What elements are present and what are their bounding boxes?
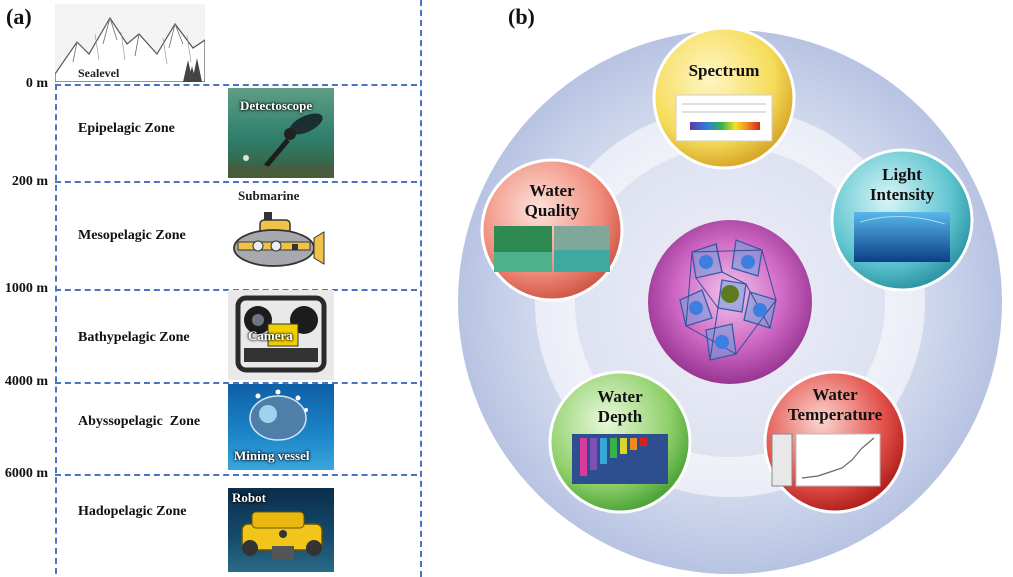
depth-label-1000: 1000 m xyxy=(4,281,48,296)
sea-level-label: Sealevel xyxy=(78,66,120,80)
detectoscope-label: Detectoscope xyxy=(240,98,313,113)
zone-abyssopelagic: Abyssopelagic Zone xyxy=(78,414,201,429)
depth-label-6000: 6000 m xyxy=(4,466,48,481)
camera-image: Camera xyxy=(228,290,334,380)
panel-b-label: (b) xyxy=(508,4,535,29)
zone-hadopelagic: Hadopelagic Zone xyxy=(78,504,187,519)
depth-axis xyxy=(55,84,57,574)
spectrum-bubble xyxy=(652,26,796,170)
mining-vessel-image: Mining vessel xyxy=(228,384,334,470)
zone-mesopelagic: Mesopelagic Zone xyxy=(78,228,186,243)
water-depth-title-line1: Water xyxy=(597,387,643,406)
crystal-lattice-bubble xyxy=(648,220,812,384)
submarine-label: Submarine xyxy=(238,188,300,203)
panel-a-label: (a) xyxy=(6,4,32,29)
zone-bathypelagic: Bathypelagic Zone xyxy=(78,330,190,345)
camera-label: Camera xyxy=(248,328,293,343)
light-intensity-title-line1: Light xyxy=(882,165,922,184)
water-quality-title-line1: Water xyxy=(529,181,575,200)
mountain-sketch xyxy=(55,4,205,82)
water-quality-title-line2: Quality xyxy=(525,201,580,220)
water-quality-bubble xyxy=(480,158,624,302)
detectoscope-image: Detectoscope xyxy=(228,88,334,178)
depth-label-200: 200 m xyxy=(11,174,48,189)
depth-line-4000 xyxy=(55,382,417,384)
sensing-diagram: Spectrum Light Intensity Water Quality W… xyxy=(458,26,1002,574)
zone-epipelagic: Epipelagic Zone xyxy=(78,121,175,136)
submarine-icon xyxy=(233,212,325,267)
depth-line-6000 xyxy=(55,474,417,476)
light-intensity-title-line2: Intensity xyxy=(870,185,935,204)
water-temperature-title-line1: Water xyxy=(812,385,858,404)
depth-label-0: 0 m xyxy=(25,76,48,91)
mining-vessel-label: Mining vessel xyxy=(234,448,310,463)
robot-image: Robot xyxy=(228,488,334,572)
water-depth-title-line2: Depth xyxy=(598,407,643,426)
depth-line-200 xyxy=(55,181,417,183)
depth-label-4000: 4000 m xyxy=(4,374,48,389)
robot-label: Robot xyxy=(232,490,266,505)
panel-divider xyxy=(420,0,422,577)
water-depth-bubble xyxy=(548,370,692,514)
water-temperature-bubble xyxy=(763,370,907,514)
water-temperature-title-line2: Temperature xyxy=(788,405,883,424)
light-intensity-bubble xyxy=(830,148,974,292)
depth-line-0 xyxy=(55,84,417,86)
spectrum-title: Spectrum xyxy=(689,61,760,80)
